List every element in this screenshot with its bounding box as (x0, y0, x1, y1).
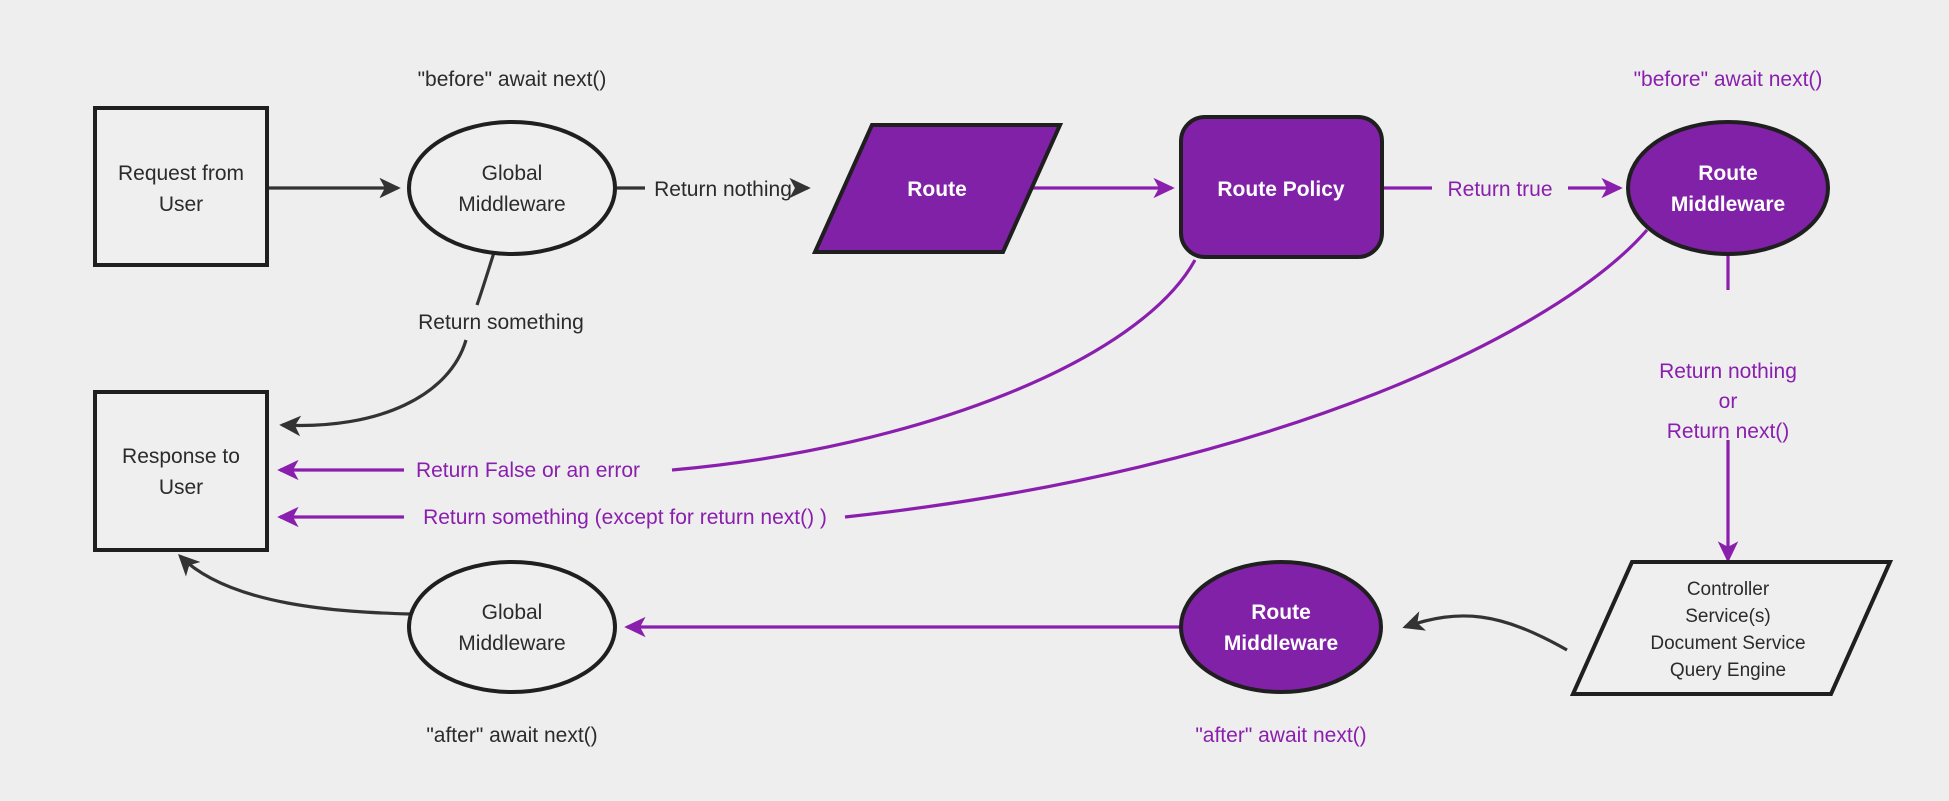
edge-label-return-nothing-or-next-line1: Return nothing (1659, 360, 1797, 383)
annotation-after-await-next-global: "after" await next() (426, 724, 597, 747)
node-route[interactable] (811, 123, 1064, 254)
node-request-label-line1: Request from (118, 162, 244, 185)
node-controller-line-3: Document Service (1650, 633, 1805, 654)
edge-label-return-nothing-or-next-line2: or (1719, 390, 1738, 413)
node-route-middleware-bottom[interactable] (1179, 560, 1383, 694)
edge-label-return-something: Return something (418, 311, 584, 334)
node-route-middleware-top-line2: Middleware (1671, 193, 1785, 216)
annotation-before-await-next-global: "before" await next() (418, 68, 607, 91)
node-controller-stack[interactable] (1569, 560, 1894, 696)
node-request-label-line2: User (159, 193, 203, 216)
node-global-middleware-top-line1: Global (482, 162, 543, 185)
node-route-middleware-top[interactable] (1626, 120, 1830, 256)
node-route-label: Route (907, 178, 967, 201)
edge-label-return-something-except-next: Return something (except for return next… (423, 506, 827, 529)
node-route-middleware-top-line1: Route (1698, 162, 1758, 185)
annotation-before-await-next-route: "before" await next() (1634, 68, 1823, 91)
edge-label-return-nothing: Return nothing (654, 178, 792, 201)
node-global-middleware-bottom[interactable] (407, 560, 617, 694)
edge-gmw-bottom-to-response (178, 554, 411, 616)
annotation-after-await-next-route: "after" await next() (1195, 724, 1366, 747)
node-route-middleware-bottom-line1: Route (1251, 601, 1311, 624)
node-global-middleware-bottom-line2: Middleware (458, 632, 565, 655)
edge-controller-to-route-middleware-bottom (1402, 611, 1568, 652)
node-route-policy-label: Route Policy (1217, 178, 1345, 201)
edge-policy-return-false-curve (671, 259, 1197, 472)
node-response-to-user[interactable] (93, 390, 269, 552)
node-global-middleware-top-line2: Middleware (458, 193, 565, 216)
node-request-from-user[interactable] (93, 106, 269, 267)
node-response-label-line2: User (159, 476, 203, 499)
edge-label-return-false-or-error: Return False or an error (416, 459, 640, 482)
node-route-middleware-bottom-line2: Middleware (1224, 632, 1338, 655)
node-controller-line-1: Controller (1687, 579, 1770, 600)
edge-label-return-true: Return true (1447, 178, 1552, 201)
node-response-label-line1: Response to (122, 445, 240, 468)
edge-label-return-nothing-or-next-line3: Return next() (1667, 420, 1790, 443)
node-controller-line-2: Service(s) (1685, 606, 1771, 627)
node-global-middleware-bottom-line1: Global (482, 601, 543, 624)
edge-global-return-something-lower (279, 339, 468, 437)
node-route-policy[interactable] (1179, 115, 1384, 259)
edge-rmw-return-something-curve (844, 228, 1649, 519)
node-global-middleware-top[interactable] (407, 120, 617, 256)
node-controller-line-4: Query Engine (1670, 660, 1786, 681)
